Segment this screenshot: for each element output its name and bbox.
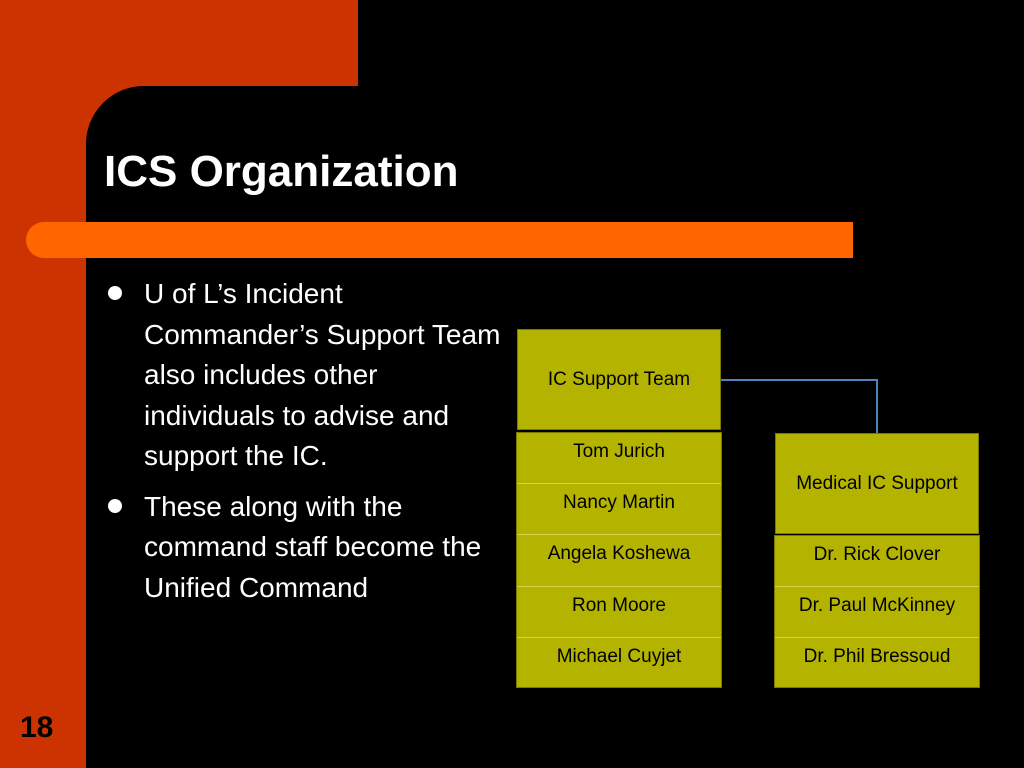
slide-title: ICS Organization xyxy=(104,147,459,196)
ic-support-team-box: IC Support Team xyxy=(517,329,721,430)
slide-number: 18 xyxy=(20,711,54,744)
bullet-item: These along with the command staff becom… xyxy=(104,487,504,609)
bullet-dot-icon xyxy=(108,498,122,513)
bullet-item: U of L’s Incident Commander’s Support Te… xyxy=(104,274,504,477)
member-cell: Tom Jurich xyxy=(517,433,721,485)
member-cell: Nancy Martin xyxy=(517,484,721,536)
medical-ic-support-title: Medical IC Support xyxy=(796,472,958,494)
member-cell: Angela Koshewa xyxy=(517,535,721,587)
ic-support-members-column: Tom Jurich Nancy Martin Angela Koshewa R… xyxy=(516,432,722,688)
member-cell: Dr. Rick Clover xyxy=(775,536,979,588)
member-cell: Dr. Paul McKinney xyxy=(775,587,979,639)
bullet-text: These along with the command staff becom… xyxy=(144,490,482,603)
header-black-band xyxy=(358,0,1024,100)
medical-ic-support-box: Medical IC Support xyxy=(775,433,979,534)
bullet-text: U of L’s Incident Commander’s Support Te… xyxy=(144,278,501,471)
member-cell: Michael Cuyjet xyxy=(556,645,682,667)
ic-support-team-title: IC Support Team xyxy=(547,368,691,390)
member-cell: Ron Moore xyxy=(517,587,721,638)
title-underline-bar xyxy=(26,222,853,258)
medical-members-column: Dr. Rick Clover Dr. Paul McKinney Dr. Ph… xyxy=(774,535,980,688)
member-cell: Dr. Phil Bressoud xyxy=(803,646,951,668)
bullet-list: U of L’s Incident Commander’s Support Te… xyxy=(104,274,504,618)
bullet-dot-icon xyxy=(108,286,122,300)
